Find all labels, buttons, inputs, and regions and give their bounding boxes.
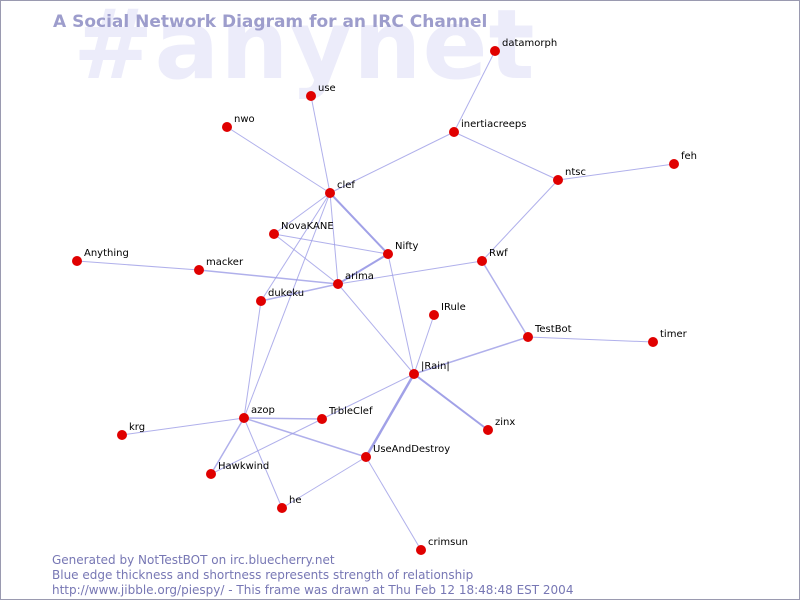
node-label-use: use <box>318 83 336 94</box>
footer-generated-by: Generated by NotTestBOT on irc.bluecherr… <box>52 553 335 567</box>
edge-UseAndDestroy-crimsun <box>365 456 422 551</box>
node-label-arima: arima <box>345 271 374 282</box>
edge-dukeku-azop <box>243 300 262 419</box>
edge-inertiacreeps-ntsc <box>453 131 559 181</box>
node-label-NovaKANE: NovaKANE <box>281 221 334 232</box>
node-label-macker: macker <box>206 257 244 268</box>
node-label-Nifty: Nifty <box>395 241 419 252</box>
edge-TrbleClef-Hawkwind <box>210 418 323 475</box>
node-Rwf <box>477 256 487 266</box>
edge-macker-arima <box>198 269 339 285</box>
node-label-azop: azop <box>251 405 275 416</box>
node-use <box>306 91 316 101</box>
node-zinx <box>483 425 493 435</box>
node-label-dukeku: dukeku <box>268 288 304 299</box>
edge-arima-IRainl <box>337 283 415 375</box>
edge-NovaKANE-Nifty <box>273 233 389 255</box>
edge-IRule-IRainl <box>413 314 435 375</box>
node-label-nwo: nwo <box>234 114 255 125</box>
node-label-Rwf: Rwf <box>489 248 508 259</box>
edge-clef-azop <box>243 192 331 419</box>
edge-inertiacreeps-clef <box>329 131 455 194</box>
node-label-IRainl: |Rain| <box>421 361 450 372</box>
edge-IRainl-TrbleClef <box>321 373 415 420</box>
node-label-datamorph: datamorph <box>502 38 557 49</box>
edge-Nifty-IRainl <box>387 253 415 375</box>
footer: Generated by NotTestBOT on irc.bluecherr… <box>52 553 573 598</box>
edges-layer <box>76 50 675 551</box>
edge-azop-krg <box>121 417 245 436</box>
node-Anything <box>72 256 82 266</box>
edge-arima-Rwf <box>337 260 483 285</box>
edge-IRainl-zinx <box>413 373 489 431</box>
node-TestBot <box>523 332 533 342</box>
node-dukeku <box>256 296 266 306</box>
node-label-feh: feh <box>681 151 697 162</box>
node-label-Hawkwind: Hawkwind <box>218 461 269 472</box>
node-label-clef: clef <box>337 180 355 191</box>
node-ntsc <box>553 175 563 185</box>
node-Hawkwind <box>206 469 216 479</box>
edge-Nifty-arima <box>337 253 389 285</box>
node-label-krg: krg <box>129 422 145 433</box>
edge-clef-dukeku <box>260 192 331 302</box>
node-label-he: he <box>289 495 302 506</box>
edge-azop-UseAndDestroy <box>243 417 367 458</box>
edge-arima-dukeku <box>260 283 339 302</box>
edge-TestBot-IRainl <box>413 336 529 375</box>
channel-watermark: #anynet <box>73 0 536 101</box>
node-TrbleClef <box>317 414 327 424</box>
edge-clef-Nifty <box>329 192 389 255</box>
node-azop <box>239 413 249 423</box>
edge-azop-TrbleClef <box>243 417 323 420</box>
node-feh <box>669 159 679 169</box>
edge-azop-Hawkwind <box>210 417 245 475</box>
node-label-TrbleClef: TrbleClef <box>328 406 373 417</box>
edge-use-clef <box>310 95 331 194</box>
edge-Rwf-TestBot <box>481 260 529 338</box>
node-label-TestBot: TestBot <box>534 324 572 335</box>
node-label-UseAndDestroy: UseAndDestroy <box>373 444 450 455</box>
nodes-layer: datamorph use nwo inertiacreeps feh ntsc clefN… <box>72 38 697 555</box>
node-label-IRule: IRule <box>441 302 466 313</box>
node-label-Anything: Anything <box>84 248 129 259</box>
node-timer <box>648 337 658 347</box>
node-crimsun <box>416 545 426 555</box>
node-arima <box>333 279 343 289</box>
node-label-timer: timer <box>660 329 688 340</box>
edge-IRainl-UseAndDestroy <box>364 373 416 458</box>
edge-clef-arima <box>329 192 339 285</box>
node-UseAndDestroy <box>361 452 371 462</box>
edge-UseAndDestroy-he <box>281 456 367 509</box>
node-label-zinx: zinx <box>495 417 515 428</box>
edge-clef-NovaKANE <box>273 192 331 235</box>
node-label-inertiacreeps: inertiacreeps <box>461 119 526 130</box>
node-IRule <box>429 310 439 320</box>
footer-legend-note: Blue edge thickness and shortness repres… <box>52 568 474 582</box>
node-Nifty <box>383 249 393 259</box>
edge-datamorph-inertiacreeps <box>453 50 496 133</box>
node-inertiacreeps <box>449 127 459 137</box>
node-clef <box>325 188 335 198</box>
diagram-title: A Social Network Diagram for an IRC Chan… <box>53 12 488 32</box>
edge-azop-he <box>243 417 283 509</box>
edge-nwo-clef <box>226 126 331 194</box>
edge-Anything-macker <box>76 260 200 271</box>
edge-ntsc-feh <box>557 163 675 181</box>
node-he <box>277 503 287 513</box>
node-label-crimsun: crimsun <box>428 537 468 548</box>
footer-url-timestamp: http://www.jibble.org/piespy/ - This fra… <box>52 583 574 597</box>
edge-ntsc-Rwf <box>481 179 559 262</box>
node-NovaKANE <box>269 229 279 239</box>
edge-TestBot-timer <box>527 336 654 343</box>
node-IRainl <box>409 369 419 379</box>
edge-NovaKANE-arima <box>273 233 339 285</box>
node-krg <box>117 430 127 440</box>
node-nwo <box>222 122 232 132</box>
node-macker <box>194 265 204 275</box>
node-datamorph <box>490 46 500 56</box>
node-label-ntsc: ntsc <box>565 167 586 178</box>
